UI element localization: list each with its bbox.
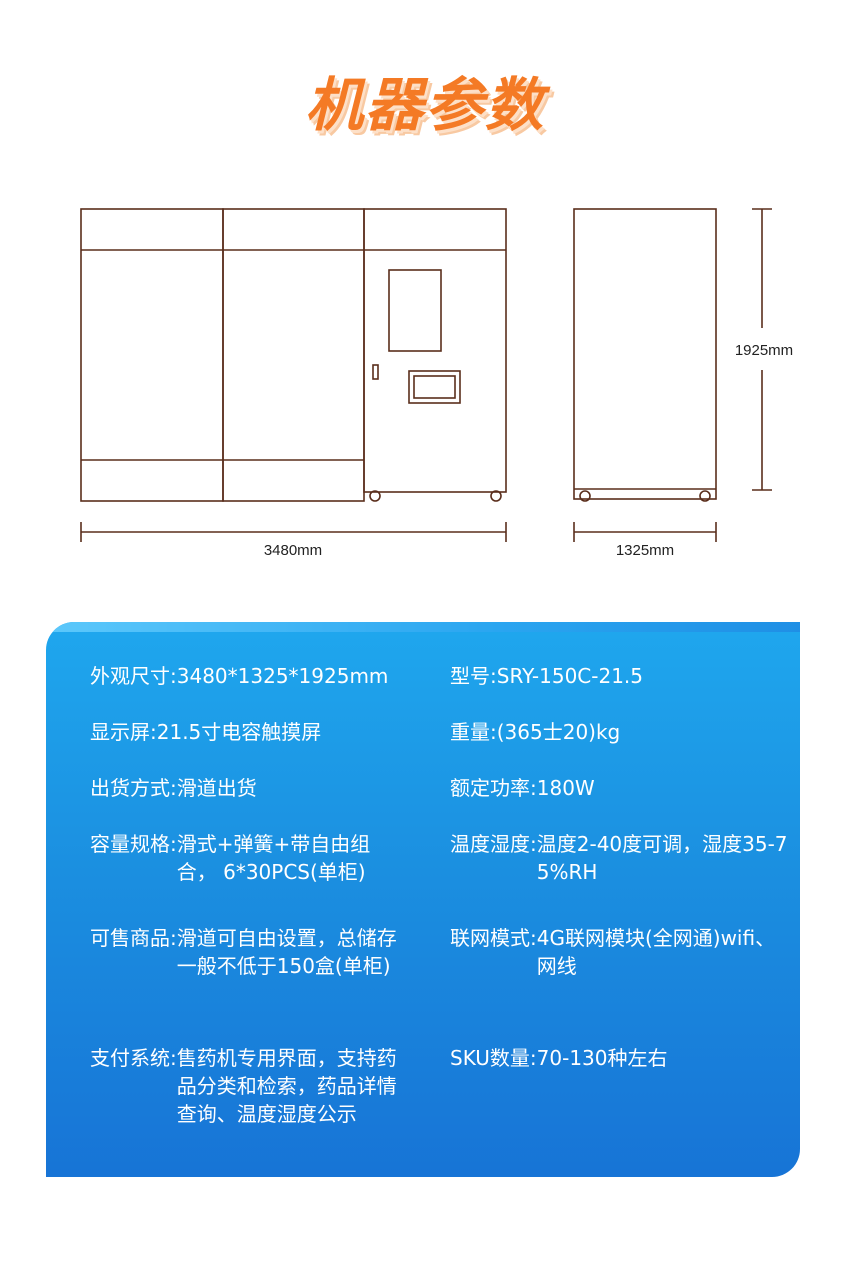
spec-model: 型号: SRY-150C-21.5 — [450, 662, 790, 690]
spec-key: 可售商品: — [90, 926, 177, 950]
width-dimension-line — [80, 522, 507, 542]
spec-temperature-humidity: 温度湿度: 温度2-40度可调，湿度35-75%RH — [450, 830, 790, 886]
spec-key: SKU数量: — [450, 1046, 537, 1070]
spec-display: 显示屏: 21.5寸电容触摸屏 — [90, 718, 410, 746]
spec-value: (365士20)kg — [496, 720, 621, 744]
spec-value: 180W — [536, 776, 595, 800]
spec-key: 重量: — [450, 720, 497, 744]
page-title: 机器参数 — [304, 71, 545, 139]
depth-label: 1325mm — [616, 542, 674, 559]
front-view-control-cabinet — [363, 208, 507, 502]
spec-key: 温度湿度: — [450, 832, 537, 856]
spec-network-mode: 联网模式: 4G联网模块(全网通)wifi、网线 — [450, 924, 790, 980]
spec-key: 出货方式: — [90, 776, 177, 800]
spec-key: 联网模式: — [450, 926, 537, 950]
side-view-cabinet — [573, 208, 717, 502]
spec-value: 滑式+弹簧+带自由组合， 6*30PCS(单柜) — [176, 832, 371, 884]
spec-weight: 重量: (365士20)kg — [450, 718, 790, 746]
spec-sku-count: SKU数量: 70-130种左右 — [450, 1044, 790, 1072]
spec-capacity: 容量规格: 滑式+弹簧+带自由组合， 6*30PCS(单柜) — [90, 830, 410, 886]
spec-payment-system: 支付系统: 售药机专用界面，支持药品分类和检索，药品详情查询、温度湿度公示 — [90, 1044, 410, 1128]
spec-value: 售药机专用界面，支持药品分类和检索，药品详情查询、温度湿度公示 — [176, 1046, 397, 1126]
spec-value: 4G联网模块(全网通)wifi、网线 — [536, 926, 776, 978]
spec-value: 滑道出货 — [176, 776, 257, 800]
width-label: 3480mm — [264, 542, 322, 559]
front-view-cabinets — [80, 208, 365, 502]
spec-value: 70-130种左右 — [536, 1046, 668, 1070]
height-dimension-line — [752, 208, 772, 491]
height-label: 1925mm — [735, 342, 793, 359]
spec-key: 外观尺寸: — [90, 664, 177, 688]
spec-dimensions: 外观尺寸: 3480*1325*1925mm — [90, 662, 410, 690]
spec-value: 温度2-40度可调，湿度35-75%RH — [536, 832, 788, 884]
depth-dimension-line — [573, 522, 717, 542]
spec-panel: 外观尺寸: 3480*1325*1925mm 显示屏: 21.5寸电容触摸屏 出… — [46, 622, 800, 1177]
spec-key: 支付系统: — [90, 1046, 177, 1070]
spec-value: 滑道可自由设置，总储存一般不低于150盒(单柜) — [176, 926, 397, 978]
spec-value: SRY-150C-21.5 — [496, 664, 644, 688]
spec-value: 21.5寸电容触摸屏 — [156, 720, 322, 744]
spec-key: 型号: — [450, 664, 497, 688]
spec-saleable-goods: 可售商品: 滑道可自由设置，总储存一般不低于150盒(单柜) — [90, 924, 410, 980]
spec-value: 3480*1325*1925mm — [176, 664, 389, 688]
spec-key: 容量规格: — [90, 832, 177, 856]
machine-dimension-diagram: 3480mm 1325mm 1925mm — [80, 208, 793, 559]
spec-key: 显示屏: — [90, 720, 157, 744]
spec-key: 额定功率: — [450, 776, 537, 800]
spec-dispense-method: 出货方式: 滑道出货 — [90, 774, 410, 802]
spec-rated-power: 额定功率: 180W — [450, 774, 790, 802]
